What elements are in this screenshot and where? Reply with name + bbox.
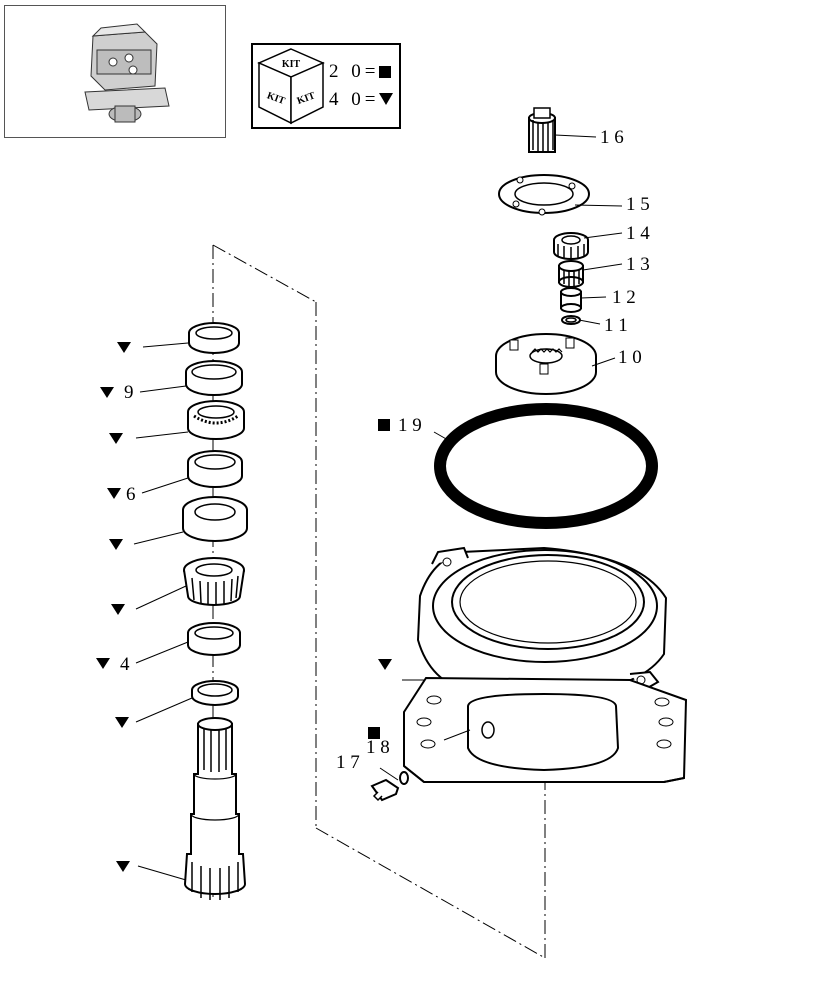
bearing-upper	[187, 400, 245, 440]
part-13-needle-bearing	[558, 260, 584, 288]
callout-4: 4	[120, 654, 130, 675]
bevel-gear	[183, 557, 245, 606]
square-icon	[378, 419, 390, 431]
triangle-icon	[109, 539, 123, 550]
pinion-shaft	[183, 717, 247, 900]
square-markers	[368, 419, 390, 739]
part-19-o-ring	[434, 403, 658, 529]
kit-cube-top-label: KIT	[282, 59, 301, 70]
swing-motor-icon	[84, 23, 170, 123]
triangle-icon	[109, 433, 123, 444]
triangle-icon	[111, 604, 125, 615]
triangle-icon	[115, 717, 129, 728]
kit-line-40-text: 4 0=	[329, 89, 380, 110]
triangle-icon	[116, 861, 130, 872]
ring-gear-housing	[416, 546, 668, 696]
part-11-washer	[561, 315, 581, 325]
callout-labels: 1 6 1 5 1 4 1 3 1 2 1 1 1 0 1 9 1 8 1 7 …	[120, 127, 650, 773]
callout-6: 6	[126, 484, 136, 505]
seal-ring-top	[188, 322, 240, 354]
callout-13: 1 3	[626, 254, 650, 275]
callout-10: 1 0	[618, 347, 642, 368]
spacer-ring	[182, 496, 248, 542]
motor-flange	[403, 676, 688, 783]
callout-11: 1 1	[604, 315, 628, 336]
callout-15: 1 5	[626, 194, 650, 215]
seal-ring-small	[191, 680, 239, 706]
callout-16: 1 6	[600, 127, 624, 148]
kit-line-40: 4 0=	[329, 89, 394, 111]
part-14-planet-gear	[553, 232, 589, 260]
square-icon	[379, 66, 392, 78]
assembly-thumbnail	[4, 5, 226, 138]
callout-14: 1 4	[626, 223, 650, 244]
square-icon	[368, 727, 380, 739]
triangle-icon	[117, 342, 131, 353]
triangle-icon	[378, 659, 392, 670]
kit-line-20-text: 2 0=	[329, 61, 380, 82]
part-10-planet-carrier	[495, 333, 597, 395]
callout-17: 1 7	[336, 752, 360, 773]
part-17-plug	[370, 778, 400, 802]
callout-12: 1 2	[612, 287, 636, 308]
triangle-icon	[107, 488, 121, 499]
part-12-bushing	[560, 287, 582, 313]
part-6-ring	[187, 450, 243, 488]
part-18-seal	[399, 771, 409, 785]
triangle-icon	[96, 658, 110, 669]
leader-lines	[133, 134, 623, 881]
triangle-icon	[100, 387, 114, 398]
part-9-ring	[185, 360, 243, 396]
part-16-pinion	[528, 107, 556, 153]
kit-legend: KIT KIT KIT 2 0= 4 0=	[251, 43, 401, 129]
callout-19: 1 9	[398, 415, 422, 436]
callout-9: 9	[124, 382, 134, 403]
kit-cube-icon: KIT KIT KIT	[257, 48, 325, 125]
part-4-ring	[187, 622, 241, 656]
kit-line-20: 2 0=	[329, 61, 392, 83]
triangle-icon	[379, 93, 394, 105]
callout-18: 1 8	[366, 737, 390, 758]
part-15-thrust-plate	[498, 174, 590, 216]
